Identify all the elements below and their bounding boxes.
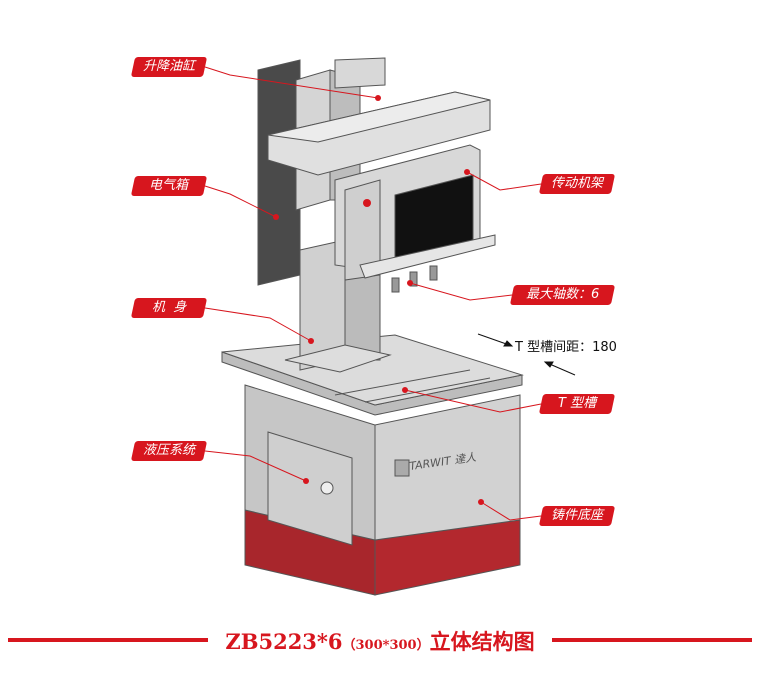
title-rule-right (552, 638, 752, 642)
label-text: 最大轴数：6 (525, 287, 600, 302)
leader-line (204, 450, 307, 482)
leader-line (404, 389, 542, 413)
column-foot (284, 344, 392, 373)
label-text: T 型槽 (557, 396, 597, 411)
leader-line (409, 282, 513, 301)
leader-dot (407, 280, 413, 286)
leader-lines (204, 66, 542, 521)
leader-line (480, 501, 542, 521)
title-size: （300*300） (342, 638, 430, 653)
label-electric-box: 电气箱 (130, 176, 208, 196)
label-text: 传动机架 (550, 176, 603, 191)
electric-box (257, 59, 301, 286)
spindle (409, 271, 418, 287)
label-drive-frame: 传动机架 (538, 174, 616, 194)
label-lift-cylinder: 升降油缸 (130, 57, 208, 77)
leader-line (204, 185, 277, 218)
label-body: 机 身 (130, 298, 208, 318)
t-slot-line (334, 369, 471, 396)
leader-dot (464, 169, 470, 175)
title-model: ZB5223*6 (225, 629, 343, 654)
spacing-arrows (477, 333, 576, 376)
ram-top (267, 91, 491, 143)
leader-line (204, 307, 312, 342)
lift-cylinder (334, 57, 386, 89)
title-suffix: 立体结构图 (429, 629, 535, 654)
label-t-slot: T 型槽 (538, 394, 616, 414)
label-max-spindles: 最大轴数：6 (509, 285, 616, 305)
gauge (320, 481, 334, 495)
label-text: 机 身 (151, 300, 187, 315)
leader-line (466, 171, 542, 191)
leader-dot (303, 478, 309, 484)
arrowhead-icon (503, 340, 514, 347)
arrowhead-icon (543, 361, 554, 368)
leader-dot (375, 95, 381, 101)
label-text: 液压系统 (142, 443, 195, 458)
label-cast-base: 铸件底座 (538, 506, 616, 526)
title-rule-left (8, 638, 208, 642)
page-title: ZB5223*6（300*300）立体结构图 (0, 626, 760, 656)
spindle-plate (359, 234, 496, 279)
label-text: 电气箱 (149, 178, 189, 193)
emergency-stop-button (363, 199, 371, 207)
leader-dots (273, 95, 484, 505)
logo-mark (394, 459, 410, 477)
label-text: 升降油缸 (142, 59, 195, 74)
leader-line (204, 66, 379, 99)
spindle (391, 277, 400, 293)
label-hydraulic-system: 液压系统 (130, 441, 208, 461)
leader-dot (273, 214, 279, 220)
hydraulic-door (267, 431, 353, 546)
label-text: 铸件底座 (550, 508, 603, 523)
control-panel (344, 179, 381, 281)
t-slot-line (364, 377, 491, 403)
label-t-slot-spacing: T 型槽间距：180 (515, 340, 617, 355)
spindle (429, 265, 438, 281)
leader-dot (478, 499, 484, 505)
leader-dot (402, 387, 408, 393)
leader-dot (308, 338, 314, 344)
